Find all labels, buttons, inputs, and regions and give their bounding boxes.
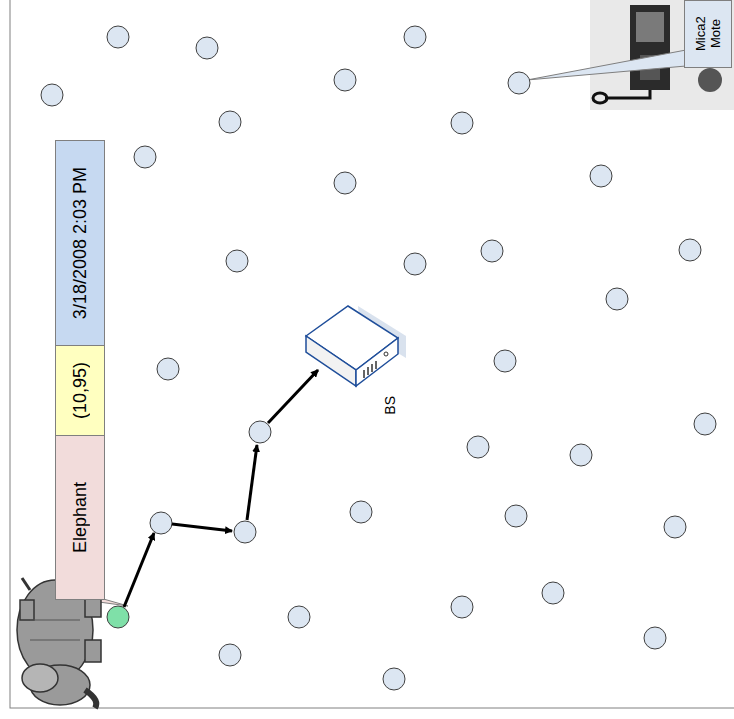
sensor-mote <box>451 112 473 134</box>
route-arrow <box>268 370 318 423</box>
sensor-mote <box>196 37 218 59</box>
sensor-mote <box>41 84 63 106</box>
sensor-mote <box>134 146 156 168</box>
sensor-mote <box>679 239 701 261</box>
server-front <box>356 338 398 386</box>
route-arrow <box>124 533 154 607</box>
sensor-mote <box>494 350 516 372</box>
sensor-motes <box>41 26 716 690</box>
sensor-mote <box>508 72 530 94</box>
server-vents <box>364 361 376 378</box>
sensor-mote <box>404 253 426 275</box>
sensor-mote <box>467 436 489 458</box>
sensor-mote <box>383 668 405 690</box>
sensor-mote <box>150 512 172 534</box>
callout-box: (10,95) <box>55 345 105 436</box>
sensor-mote <box>219 111 241 133</box>
callout-tail <box>527 50 686 80</box>
elephant-leg <box>85 640 101 662</box>
mote-battery <box>698 68 722 92</box>
sensor-mote <box>664 516 686 538</box>
sensor-mote <box>542 582 564 604</box>
elephant-tail <box>22 578 30 590</box>
sensor-mote <box>694 413 716 435</box>
sensor-mote <box>334 172 356 194</box>
base-station: BS <box>298 298 410 423</box>
callout-box: Elephant <box>55 435 105 600</box>
sensor-mote <box>606 288 628 310</box>
sensor-mote <box>505 505 527 527</box>
frame <box>10 0 734 708</box>
mote-antenna <box>605 90 650 98</box>
sensor-mote <box>590 165 612 187</box>
elephant-leg <box>20 600 34 620</box>
elephant-hatch <box>30 620 80 640</box>
sensor-mote <box>157 358 179 380</box>
elephant-trunk <box>85 690 96 708</box>
elephant-ear <box>22 664 58 692</box>
sensor-mote <box>219 644 241 666</box>
sensor-mote <box>234 521 256 543</box>
callout-text: (10,95) <box>70 362 91 419</box>
callout-text: Elephant <box>70 482 91 553</box>
sensor-mote <box>107 26 129 48</box>
route-arrow <box>247 445 257 520</box>
sensor-mote <box>334 69 356 91</box>
server-icon <box>298 298 410 393</box>
sensor-mote <box>644 627 666 649</box>
routing-path <box>124 370 318 607</box>
server-side <box>306 336 356 386</box>
sensor-mote <box>451 596 473 618</box>
mote-chip <box>636 12 664 42</box>
sensor-mote <box>249 421 271 443</box>
server-led <box>384 352 388 356</box>
sensor-mote <box>404 26 426 48</box>
callout-box: Mica2 Mote <box>684 0 732 68</box>
sensor-mote <box>570 444 592 466</box>
route-arrow <box>172 524 232 531</box>
sensor-mote <box>481 240 503 262</box>
node-label: BS <box>382 396 398 415</box>
callout-text: 3/18/2008 2:03 PM <box>70 167 91 319</box>
callout-text: Mica2 Mote <box>693 2 723 66</box>
mote-antenna-loop <box>593 93 607 103</box>
sensor-mote <box>226 250 248 272</box>
mote-board <box>630 5 670 90</box>
callout-box: 3/18/2008 2:03 PM <box>55 140 105 346</box>
sensor-mote <box>288 606 310 628</box>
sensor-mote <box>350 501 372 523</box>
source-mote <box>107 606 129 628</box>
